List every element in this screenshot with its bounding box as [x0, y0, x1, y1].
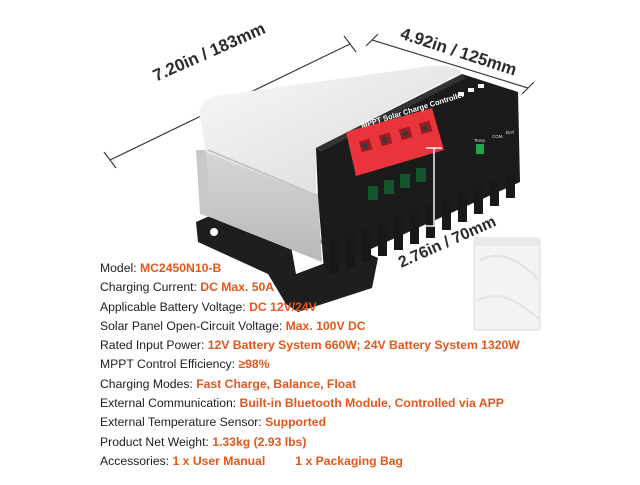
top-cover	[199, 65, 463, 197]
spec-row-charging-modes: Charging Modes: Fast Charge, Balance, Fl…	[100, 376, 357, 391]
indicator-led	[478, 84, 484, 88]
housing-side	[196, 150, 322, 262]
heatsink-fins	[330, 176, 515, 274]
spec-row-mppt-efficiency: MPPT Control Efficiency: ≥98%	[100, 357, 270, 372]
wire-connectors	[368, 168, 426, 200]
terminal-block	[346, 108, 444, 176]
spec-row-charging-current: Charging Current: DC Max. 50A	[100, 280, 275, 295]
spec-row-battery-voltage: Applicable Battery Voltage: DC 12V/24V	[100, 299, 317, 314]
spec-row-rated-input-power: Rated Input Power: 12V Battery System 66…	[100, 338, 520, 353]
width-dimension-line	[365, 33, 535, 95]
spec-row-temperature-sensor: External Temperature Sensor: Supported	[100, 415, 327, 430]
packaging-bag-image	[473, 237, 541, 331]
indicator-led	[468, 88, 474, 92]
spec-list: Model: MC2450N10-B Charging Current: DC …	[100, 259, 630, 471]
height-dimension-line	[426, 147, 442, 227]
temp-port	[476, 144, 484, 154]
spec-row-communication: External Communication: Built-in Bluetoo…	[100, 396, 504, 411]
port-label: Temp	[474, 138, 486, 143]
spec-row-open-circuit-voltage: Solar Panel Open-Circuit Voltage: Max. 1…	[100, 318, 366, 333]
indicator-led	[458, 92, 464, 96]
port-label: COM	[492, 134, 503, 139]
spec-row-model: Model: MC2450N10-B	[100, 261, 222, 275]
port-label: BAT	[506, 130, 515, 135]
spec-row-net-weight: Product Net Weight: 1.33kg (2.93 lbs)	[100, 434, 307, 449]
